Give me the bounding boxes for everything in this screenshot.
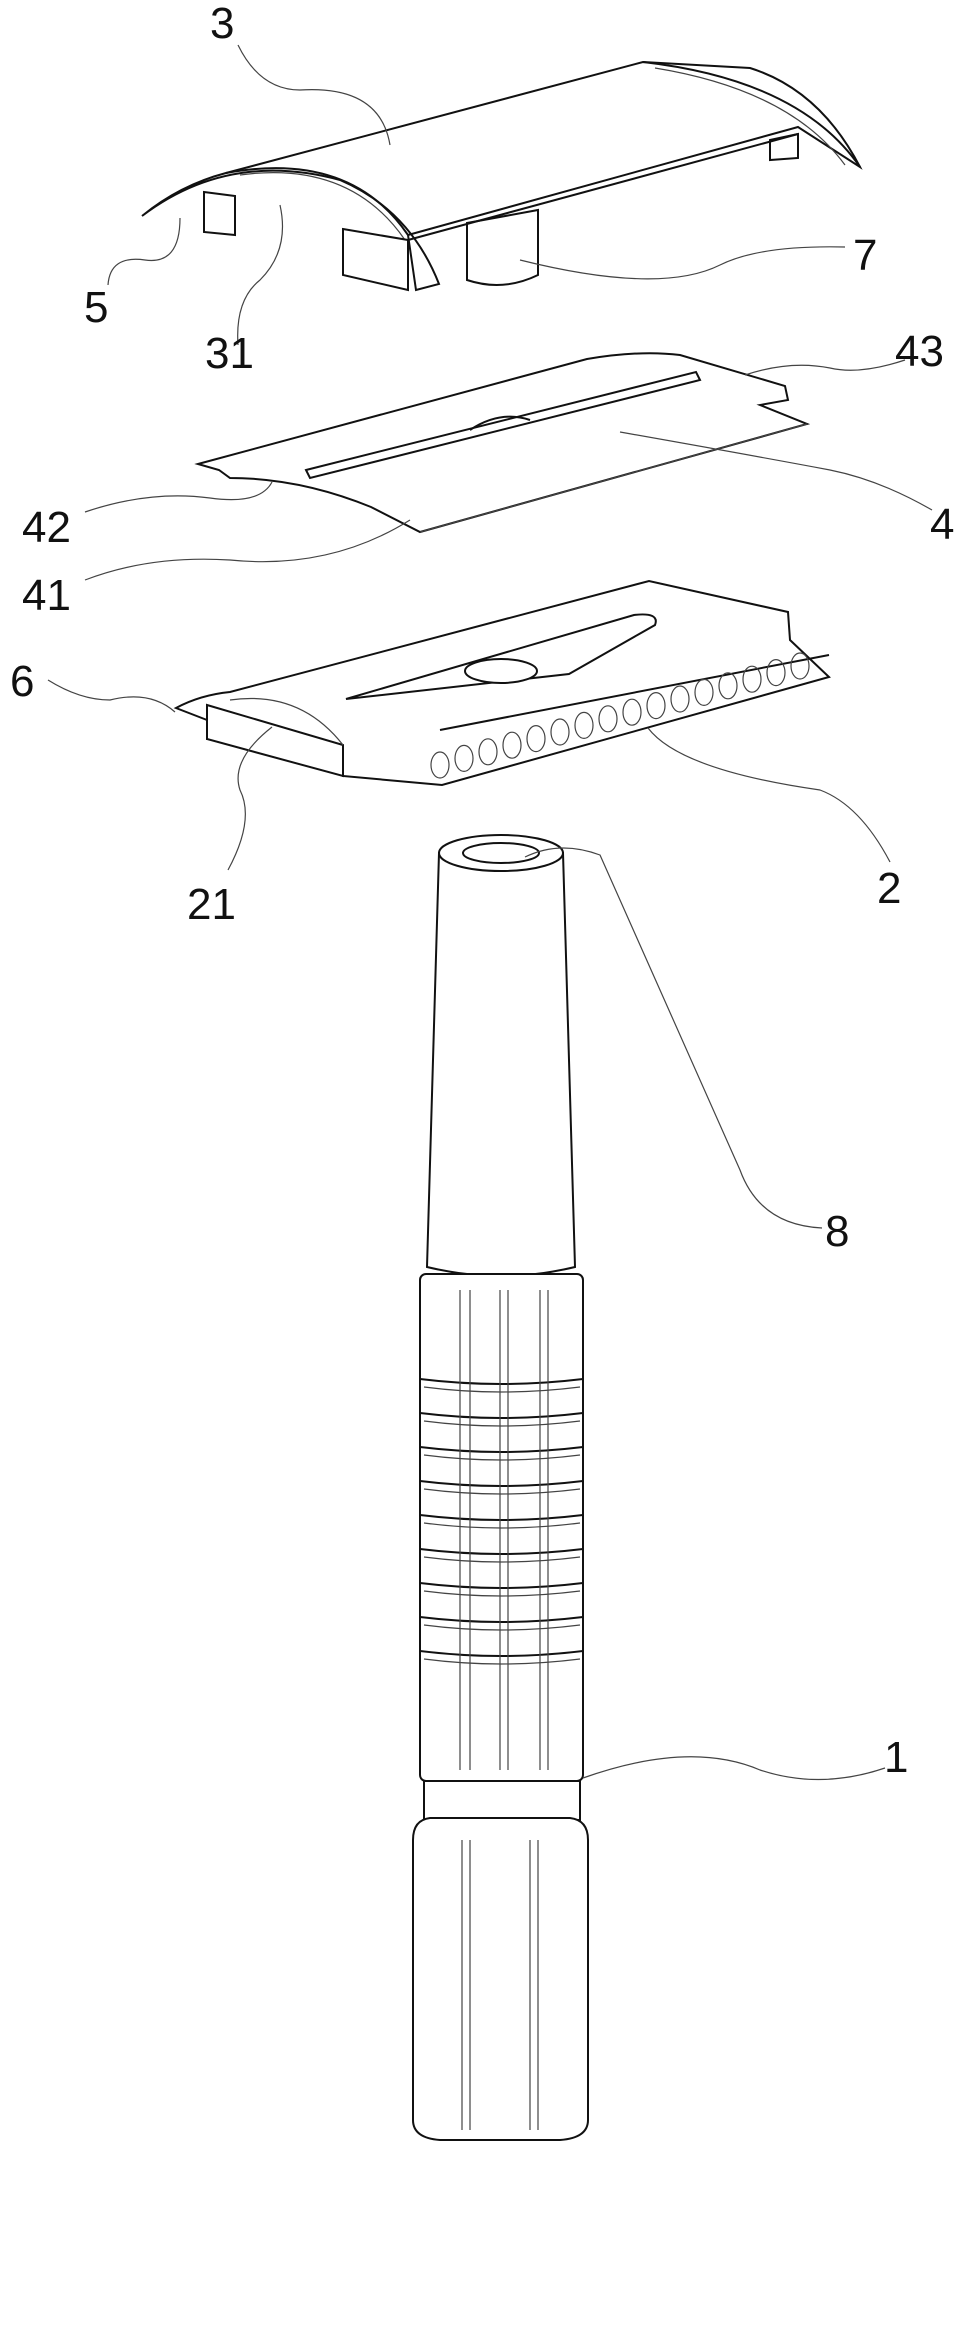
- callout-7: 7: [853, 231, 878, 280]
- grip-ring: [419, 1548, 584, 1555]
- blade-part: [194, 352, 811, 534]
- grip-ring-inner: [423, 1420, 581, 1427]
- grip-ring: [419, 1412, 584, 1419]
- callout-5: 5: [84, 283, 109, 332]
- comb-tooth: [598, 705, 618, 733]
- grip-ring-inner: [423, 1556, 581, 1563]
- leader-lines: [47, 44, 933, 1781]
- callout-8: 8: [825, 1207, 850, 1256]
- comb-tooth: [430, 751, 450, 779]
- comb-tooth: [502, 731, 522, 759]
- comb-tooth: [454, 744, 474, 773]
- base-plate-part: [173, 579, 831, 787]
- callout-41: 41: [22, 571, 71, 620]
- grip-ring-inner: [423, 1658, 581, 1665]
- cover-part: [141, 60, 863, 292]
- grip-ring: [419, 1378, 584, 1385]
- comb-teeth: [430, 652, 810, 779]
- comb-tooth: [766, 658, 786, 687]
- grip-ring: [419, 1446, 584, 1453]
- comb-tooth: [478, 738, 498, 766]
- grip-ring: [419, 1480, 584, 1487]
- comb-tooth: [694, 678, 714, 707]
- handle-part: [412, 834, 589, 2141]
- callout-6: 6: [10, 657, 35, 706]
- callout-1: 1: [884, 1733, 909, 1782]
- grip-ring-inner: [423, 1522, 581, 1529]
- grip-ring: [419, 1616, 584, 1623]
- callout-43: 43: [895, 327, 944, 376]
- comb-tooth: [742, 665, 762, 693]
- callout-4: 4: [930, 500, 955, 549]
- callout-31: 31: [205, 329, 254, 378]
- grip-ring: [419, 1650, 584, 1657]
- callout-21: 21: [187, 880, 236, 929]
- grip-ring-inner: [423, 1624, 581, 1631]
- grip-ring-inner: [423, 1454, 581, 1461]
- grip-ring-inner: [423, 1386, 581, 1393]
- comb-tooth: [718, 672, 738, 700]
- comb-tooth: [526, 724, 546, 753]
- callout-3: 3: [210, 0, 235, 48]
- comb-tooth: [574, 711, 594, 740]
- callout-42: 42: [22, 503, 71, 552]
- comb-tooth: [622, 698, 642, 726]
- comb-tooth: [670, 685, 690, 713]
- comb-tooth: [550, 718, 570, 746]
- handle-flutes: [461, 1840, 539, 2130]
- grip-ring: [419, 1514, 584, 1521]
- grip-rings: [419, 1290, 584, 1770]
- callout-2: 2: [877, 864, 902, 913]
- grip-ring-inner: [423, 1488, 581, 1495]
- comb-tooth: [646, 691, 666, 720]
- grip-ring-inner: [423, 1590, 581, 1597]
- grip-ring: [419, 1582, 584, 1589]
- comb-tooth: [790, 652, 810, 680]
